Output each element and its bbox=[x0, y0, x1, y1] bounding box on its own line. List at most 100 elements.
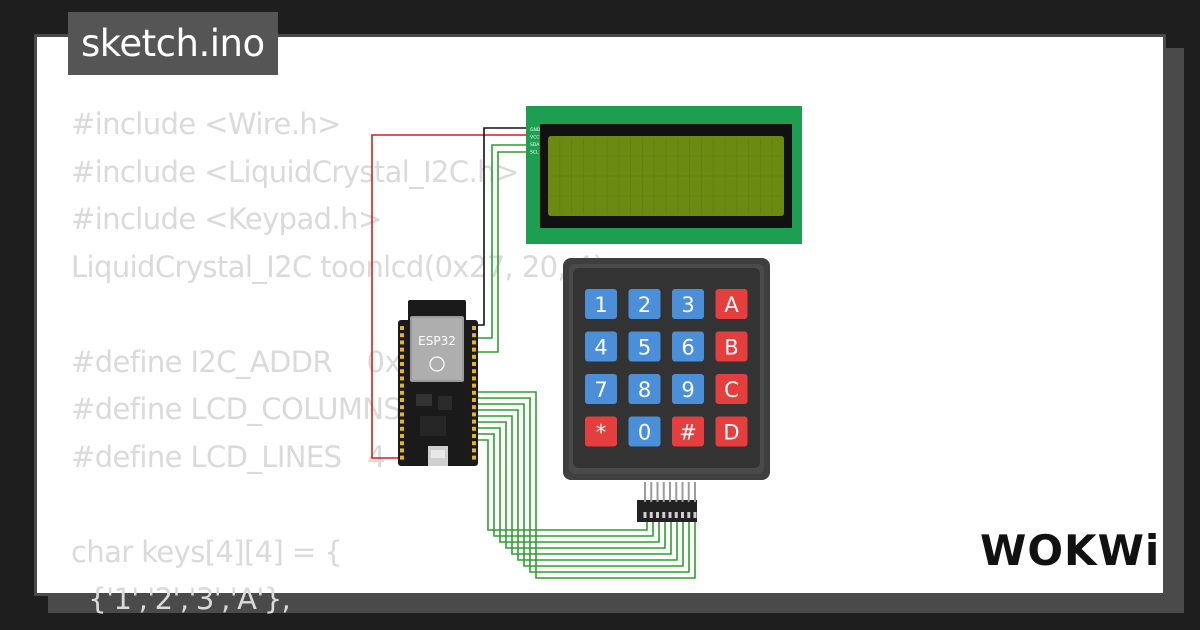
lcd-pin-label: VCC bbox=[530, 135, 539, 141]
header-pin bbox=[472, 354, 476, 359]
espressif-icon bbox=[429, 356, 445, 372]
connector-pin-tip bbox=[662, 512, 666, 518]
connector-pin-tip bbox=[681, 512, 684, 518]
wire-kp-3 bbox=[476, 403, 684, 567]
connector-pin bbox=[687, 482, 690, 502]
code-line: {'1','2','3','A'}, bbox=[71, 582, 291, 616]
header-pin bbox=[472, 441, 476, 446]
header-pin bbox=[472, 434, 476, 438]
header-pin bbox=[472, 362, 476, 366]
keypad-key: * bbox=[585, 416, 617, 447]
wire-gnd bbox=[476, 127, 528, 326]
svg-text:6: 6 bbox=[681, 336, 694, 360]
wire-kp-7 bbox=[476, 427, 660, 543]
lcd-pin-label: GND bbox=[530, 127, 541, 133]
connector-pin bbox=[656, 482, 659, 502]
connector-pin-tip bbox=[649, 512, 653, 518]
header-pin bbox=[472, 419, 476, 424]
wire-kp-8 bbox=[476, 433, 654, 537]
wire-kp-9 bbox=[476, 439, 648, 531]
esp32-label: ESP32 bbox=[418, 334, 456, 348]
svg-text:1: 1 bbox=[594, 293, 607, 317]
wokwi-logo: WOKWi bbox=[980, 526, 1159, 575]
keypad-key: D bbox=[715, 416, 748, 447]
wire-kp-6 bbox=[476, 421, 666, 549]
header-pin bbox=[400, 441, 404, 446]
keypad-key: 5 bbox=[628, 331, 661, 362]
header-pin bbox=[472, 455, 476, 460]
keypad-key: # bbox=[672, 416, 704, 447]
code-line: #include <Wire.h> bbox=[71, 107, 341, 141]
code-line: #define LCD_COLUMNS 20 bbox=[71, 392, 446, 426]
code-preview: #include <Wire.h>#include <LiquidCrystal… bbox=[71, 101, 613, 624]
wire-kp-4 bbox=[476, 409, 678, 561]
wire-scl bbox=[476, 151, 528, 353]
connector-pin-tip bbox=[687, 512, 691, 518]
header-pin bbox=[472, 333, 476, 338]
header-pin bbox=[400, 347, 404, 352]
connector-pin bbox=[662, 482, 665, 502]
svg-text:4: 4 bbox=[594, 336, 607, 360]
keypad-key: B bbox=[715, 331, 748, 362]
header-pin bbox=[400, 390, 404, 395]
connector-pin bbox=[650, 482, 653, 502]
header-pin bbox=[472, 383, 476, 388]
header-pin bbox=[400, 333, 404, 338]
header-pin bbox=[472, 340, 476, 345]
keypad-key: A bbox=[715, 289, 748, 319]
wire-vcc bbox=[371, 134, 528, 459]
header-pin bbox=[472, 426, 476, 431]
keypad-key: 3 bbox=[672, 289, 704, 319]
header-pin bbox=[400, 376, 404, 381]
header-pin bbox=[472, 405, 476, 410]
header-pin bbox=[472, 369, 476, 374]
svg-text:8: 8 bbox=[638, 378, 651, 402]
wire-sda bbox=[476, 144, 528, 339]
header-pin bbox=[400, 434, 404, 438]
lcd-pin-label: SDA bbox=[530, 142, 540, 148]
keypad-connector bbox=[637, 482, 697, 522]
header-pin bbox=[400, 405, 404, 410]
connector-pin-tip bbox=[668, 512, 672, 518]
header-pin bbox=[472, 398, 476, 402]
connector-pin bbox=[669, 482, 671, 502]
svg-text:0: 0 bbox=[638, 421, 651, 445]
connector-pin-tip bbox=[674, 512, 678, 518]
connector-pin bbox=[644, 482, 646, 502]
svg-text:2: 2 bbox=[638, 293, 651, 317]
svg-text:9: 9 bbox=[681, 378, 694, 402]
header-pin bbox=[400, 455, 404, 460]
header-pin bbox=[472, 376, 476, 381]
connector-pin-tip bbox=[643, 512, 647, 518]
svg-text:#: # bbox=[679, 421, 697, 445]
header-pin bbox=[400, 412, 404, 417]
keypad-key: 0 bbox=[628, 416, 661, 447]
header-pin bbox=[400, 426, 404, 431]
esp32-board: ESP32 bbox=[398, 300, 478, 466]
keypad-key: C bbox=[715, 374, 748, 404]
keypad-key: 2 bbox=[628, 289, 661, 319]
header-pin bbox=[472, 347, 476, 352]
svg-text:C: C bbox=[724, 378, 739, 402]
lcd-pin-label: SCL bbox=[530, 150, 539, 156]
code-line: char keys[4][4] = { bbox=[71, 534, 343, 569]
header-pin bbox=[472, 390, 476, 395]
header-pin bbox=[400, 369, 404, 374]
lcd-pin-header bbox=[527, 123, 533, 159]
wire-kp-5 bbox=[476, 415, 672, 555]
header-pin bbox=[472, 326, 476, 330]
connector-pin bbox=[681, 482, 684, 502]
wire-kp-2 bbox=[476, 397, 690, 573]
svg-text:5: 5 bbox=[638, 336, 651, 360]
svg-text:3: 3 bbox=[681, 293, 694, 317]
header-pin bbox=[400, 383, 404, 388]
connector-pin-tip bbox=[693, 512, 697, 518]
keypad-key: 6 bbox=[672, 331, 704, 362]
svg-text:WOKWi: WOKWi bbox=[980, 526, 1160, 575]
connector-pin bbox=[675, 482, 678, 502]
wires bbox=[371, 127, 696, 579]
wire-kp-1 bbox=[476, 391, 696, 579]
